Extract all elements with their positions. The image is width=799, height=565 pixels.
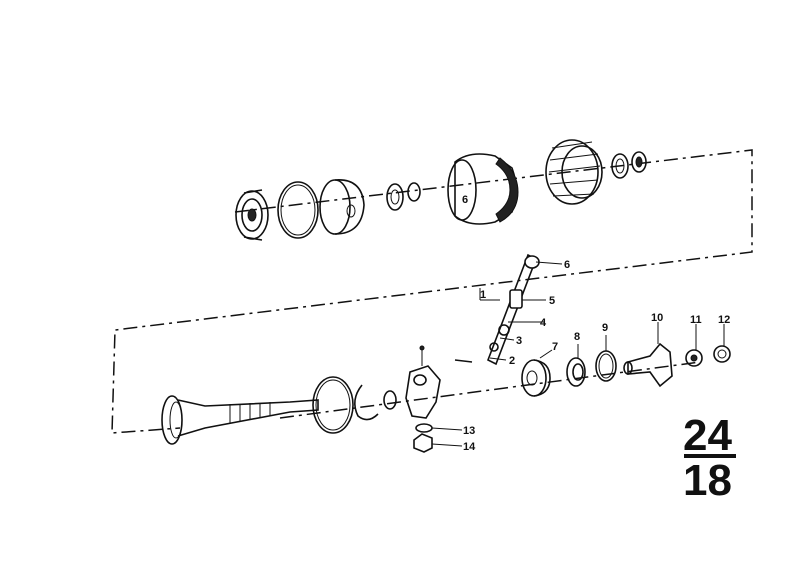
- upper-assembly: 6: [235, 139, 647, 241]
- large-o-ring-part: [312, 376, 354, 434]
- callout-11: 11: [690, 314, 702, 326]
- bearing-cup-part: [319, 179, 365, 235]
- o-ring-9-part: [595, 335, 617, 382]
- bearing-8-part: [566, 344, 586, 387]
- callout-4: 4: [540, 317, 547, 329]
- svg-text:6: 6: [462, 194, 468, 206]
- thrust-washer-part: [611, 151, 647, 179]
- nut-12-part: [713, 324, 731, 363]
- synchro-hub-part: 6: [447, 153, 519, 225]
- o-ring-part: [277, 181, 319, 239]
- washer-11-part: [685, 324, 703, 367]
- callout-labels: 1 2 3 4 5 6 7 8 9 10 11 12 13 14: [463, 259, 730, 453]
- callout-9: 9: [602, 322, 608, 334]
- callout-13: 13: [463, 425, 475, 437]
- callout-10: 10: [651, 312, 663, 324]
- washer-13-part: [415, 423, 463, 433]
- shaft-seal-part: [235, 189, 269, 241]
- output-flange-10-part: [623, 322, 673, 388]
- callout-8: 8: [574, 331, 580, 343]
- callout-7: 7: [552, 341, 558, 353]
- callout-1: 1: [480, 289, 486, 301]
- callout-6: 6: [564, 259, 570, 271]
- output-shaft-part: [161, 395, 319, 445]
- circlip-part: [354, 384, 397, 421]
- callout-12: 12: [718, 314, 730, 326]
- assembly-axis-lines: [111, 149, 753, 434]
- callout-5: 5: [549, 295, 555, 307]
- page-ref-top: 24: [683, 411, 732, 460]
- lock-washer-part: [386, 182, 421, 211]
- bearing-race-7-part: [521, 349, 553, 397]
- shift-rail-assembly: [454, 253, 563, 366]
- callout-2: 2: [509, 355, 515, 367]
- page-ref-bottom: 18: [683, 456, 732, 505]
- page-ref-divider: [684, 454, 736, 458]
- shift-finger-part: [405, 345, 441, 419]
- callout-3: 3: [516, 335, 522, 347]
- callout-14: 14: [463, 441, 476, 453]
- lower-assembly: [161, 322, 731, 453]
- nut-14-part: [413, 433, 463, 453]
- page-reference: 24 18: [683, 411, 736, 505]
- synchro-sleeve-part: [545, 139, 603, 205]
